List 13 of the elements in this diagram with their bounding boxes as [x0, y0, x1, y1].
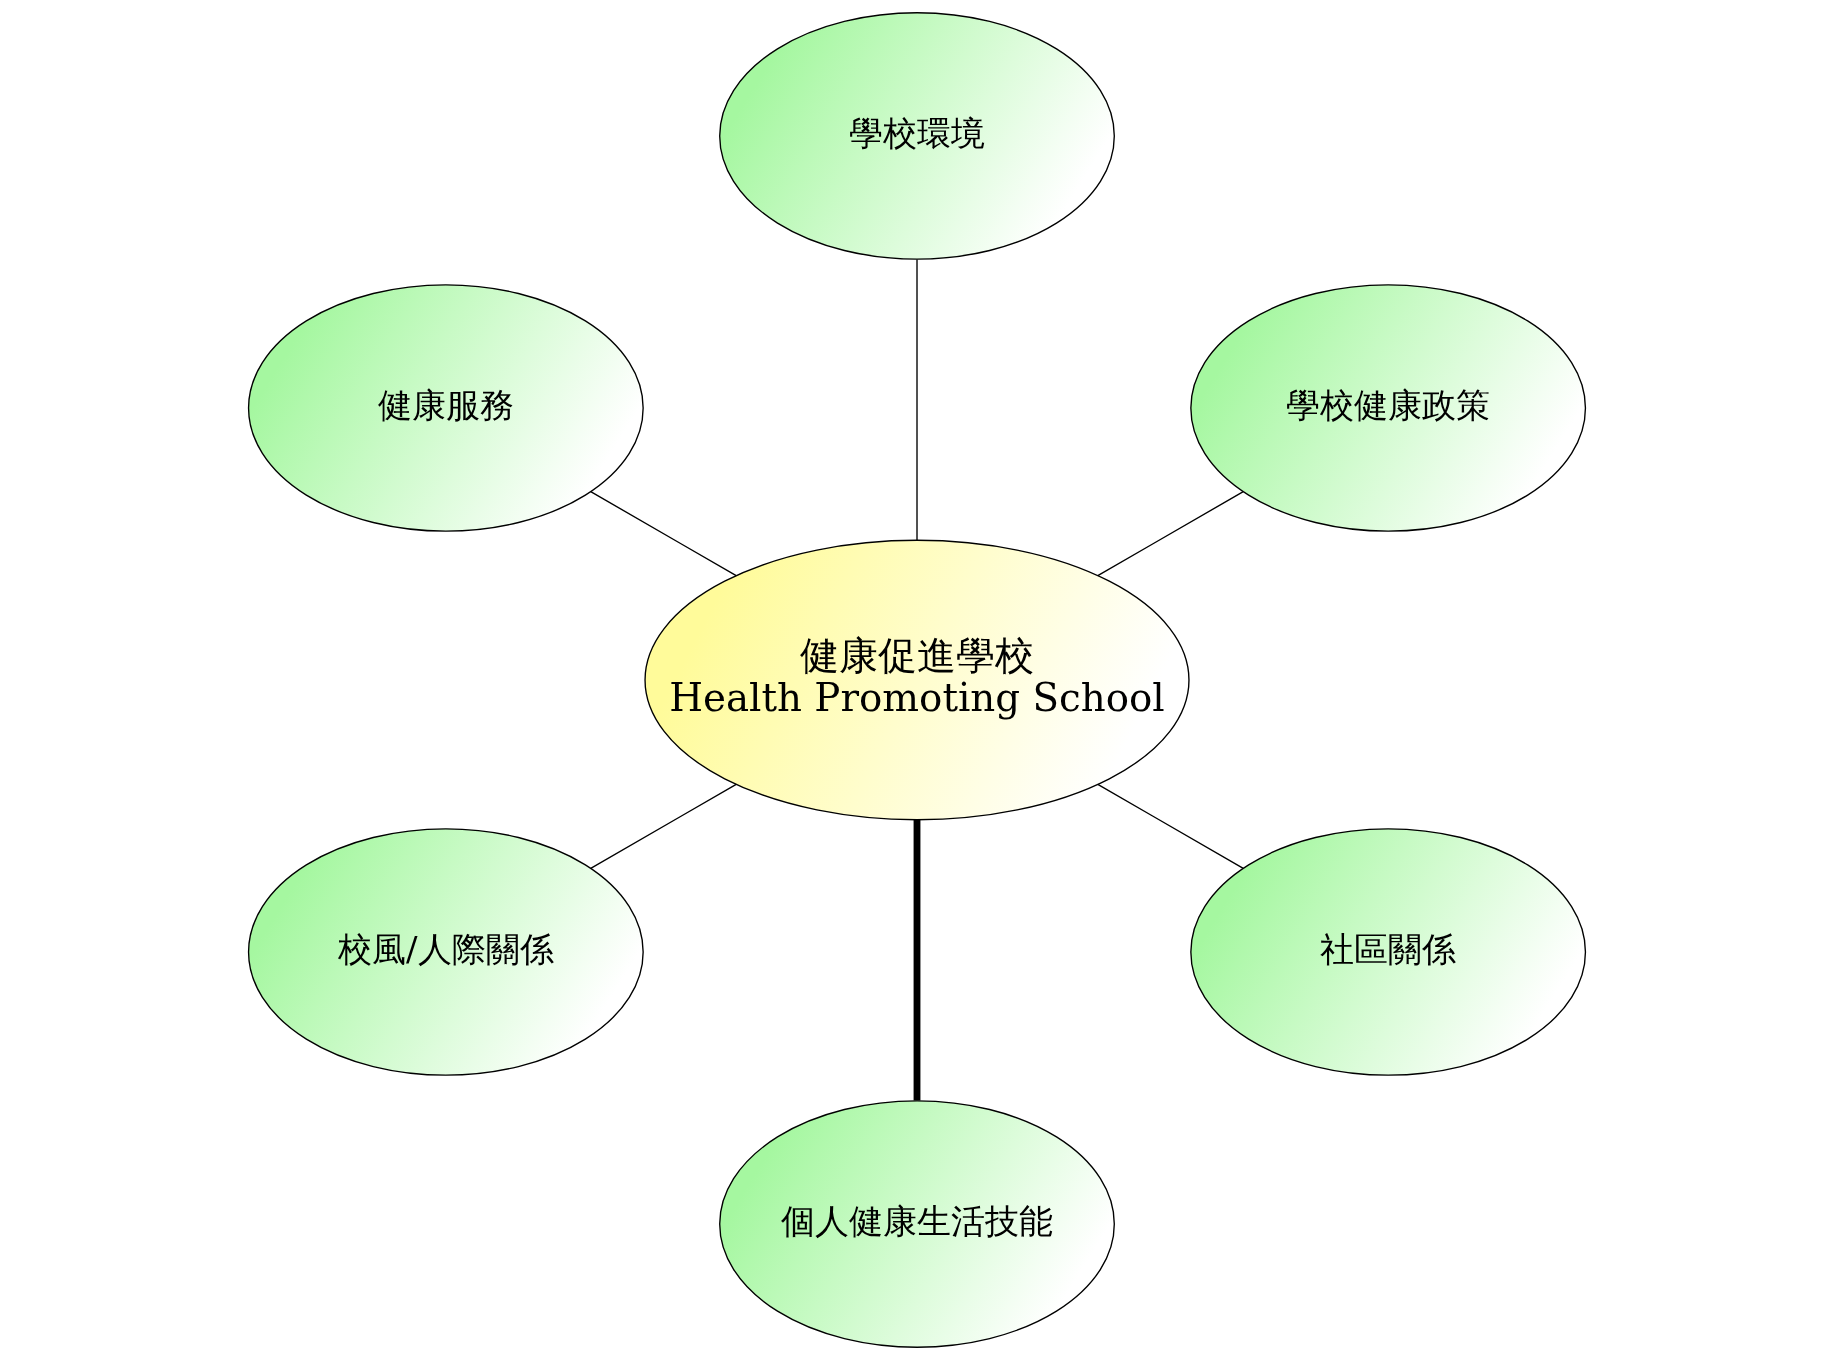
node-ellipse: 學校健康政策	[1190, 284, 1587, 532]
node-ellipse: 社區關係	[1190, 828, 1587, 1076]
connector	[1097, 490, 1244, 577]
node-ellipse: 校風/人際關係	[247, 828, 644, 1076]
connector	[913, 819, 921, 1101]
connector	[916, 258, 918, 541]
node-ellipse: 個人健康生活技能	[719, 1100, 1115, 1348]
connector	[1097, 783, 1244, 870]
node-ellipse: 健康促進學校 Health Promoting School	[644, 539, 1190, 821]
connector	[590, 490, 737, 577]
connector	[590, 783, 737, 870]
node-ellipse: 健康服務	[247, 284, 644, 532]
node-ellipse: 學校環境	[719, 12, 1115, 260]
